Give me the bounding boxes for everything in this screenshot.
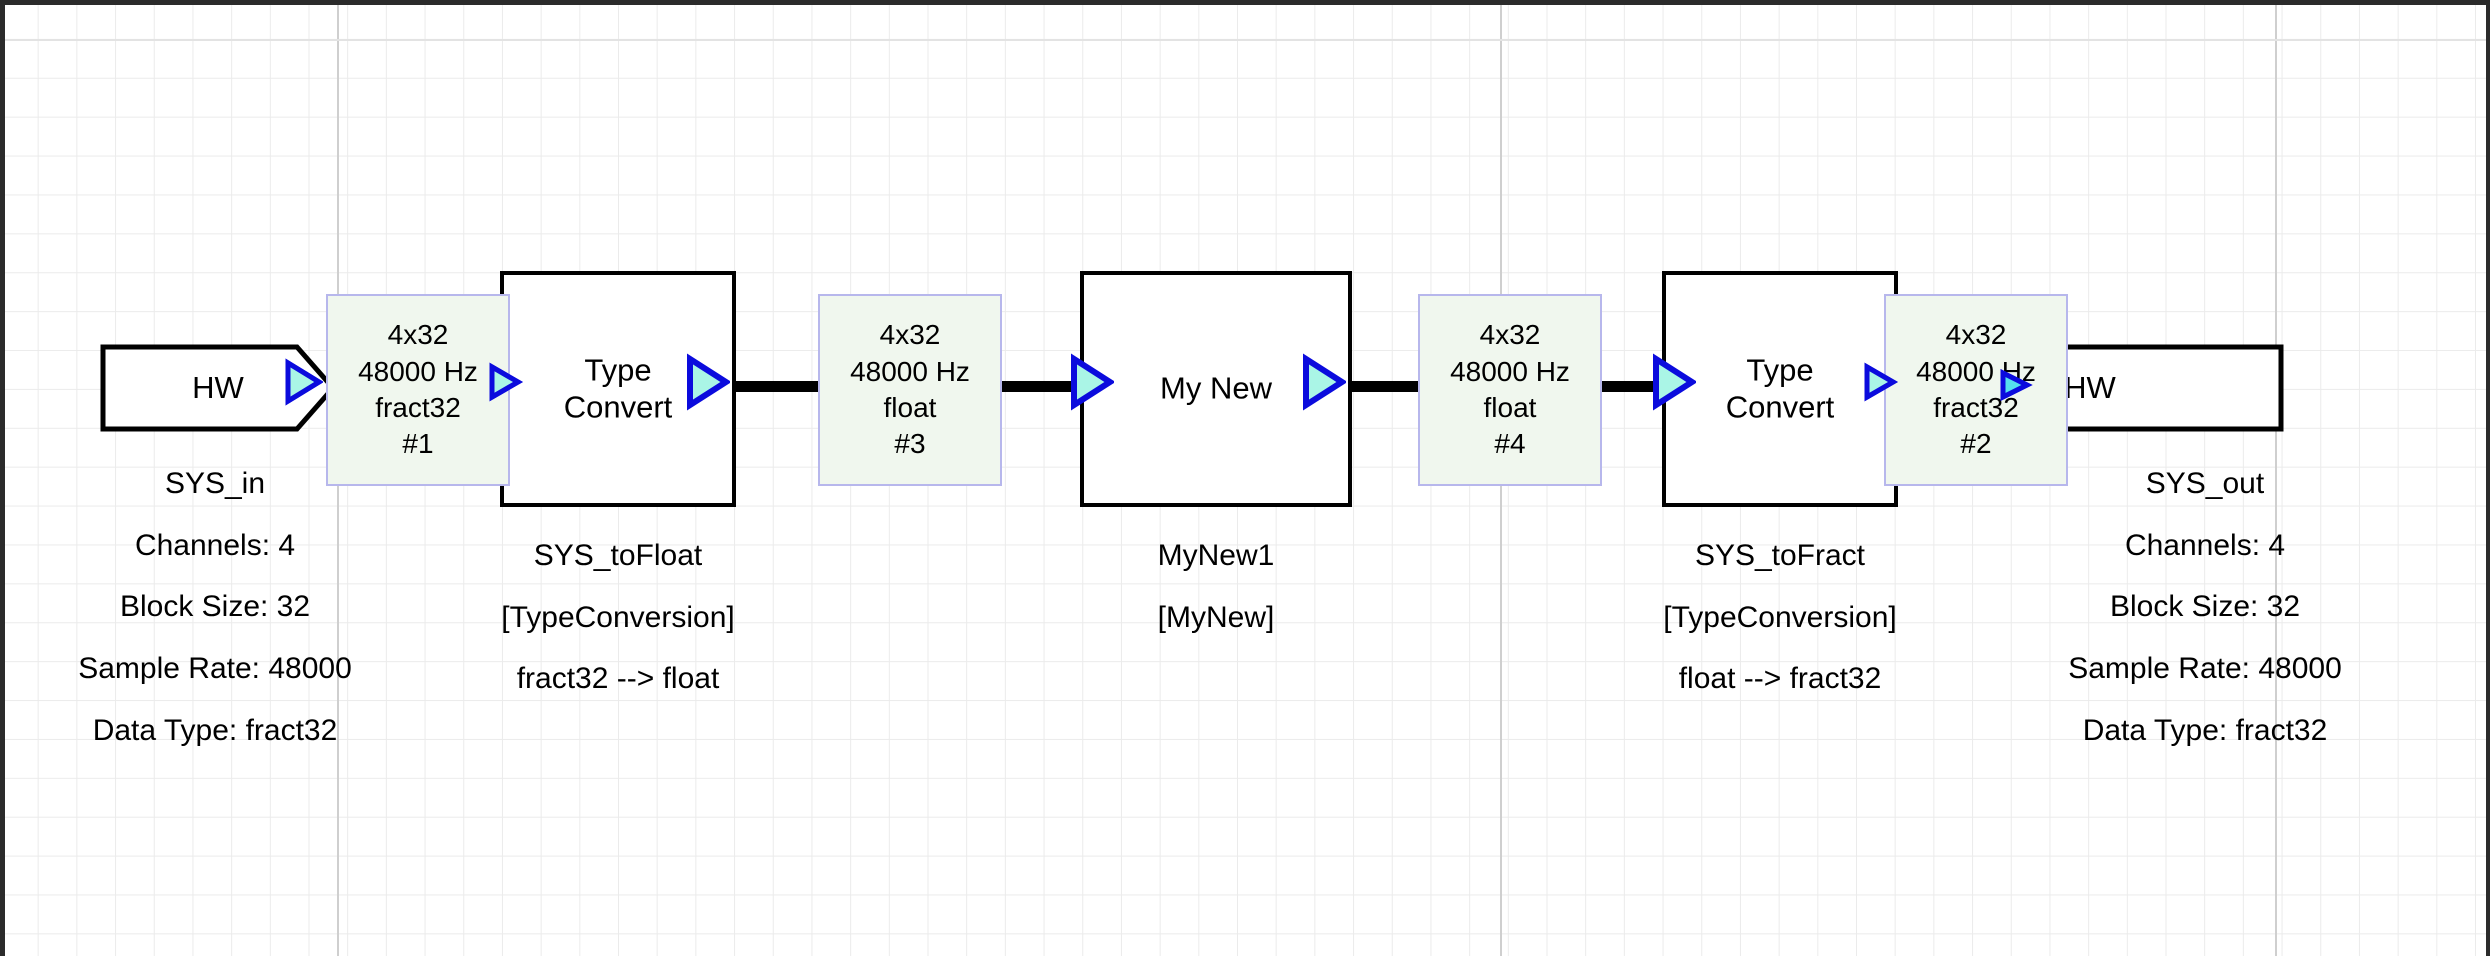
- port-in-mynew1[interactable]: [1068, 353, 1116, 411]
- signal-1-rate: 48000 Hz: [358, 355, 478, 387]
- signal-label-4[interactable]: 4x32 48000 Hz float #4: [1418, 294, 1602, 486]
- caption-mynew1-type: [MyNew]: [1157, 600, 1275, 634]
- caption-sys-out-name: SYS_out: [2145, 466, 2265, 500]
- port-in-sys-tofract[interactable]: [1650, 353, 1698, 411]
- port-out-sys-in-overlay[interactable]: [283, 357, 324, 407]
- caption-sys-out-prop-rate: Sample Rate: 48000: [2068, 652, 2342, 686]
- signal-4-rate: 48000 Hz: [1450, 355, 1570, 387]
- sys-tofract-inner-label: Type Convert: [1725, 352, 1835, 424]
- caption-sys-out-prop-blocksize: Block Size: 32: [2109, 590, 2301, 624]
- caption-sys-in-name: SYS_in: [164, 466, 266, 500]
- block-sys-tofract[interactable]: Type Convert: [1662, 271, 1898, 507]
- caption-sys-tofract-type: [TypeConversion]: [1663, 600, 1897, 634]
- caption-sys-tofloat: SYS_toFloat [TypeConversion] fract32 -->…: [380, 510, 856, 726]
- port-out-sys-tofract-overlay[interactable]: [1862, 362, 1899, 402]
- signal-2-dimensions: 4x32: [1945, 319, 2007, 351]
- port-in-sys-out-overlay[interactable]: [1999, 368, 2033, 402]
- block-sys-in[interactable]: HW: [100, 344, 337, 432]
- signal-1-datatype: fract32: [375, 392, 461, 423]
- sys-tofloat-inner-label: Type Convert: [563, 352, 673, 424]
- signal-label-1[interactable]: 4x32 48000 Hz fract32 #1: [326, 294, 510, 486]
- canvas-border-right: [2486, 0, 2490, 956]
- port-out-mynew1[interactable]: [1300, 353, 1348, 411]
- caption-sys-in-prop-blocksize: Block Size: 32: [119, 590, 311, 624]
- signal-1-index: #1: [402, 428, 434, 460]
- caption-sys-tofloat-name: SYS_toFloat: [533, 538, 703, 572]
- caption-sys-in-prop-datatype: Data Type: fract32: [92, 714, 338, 748]
- caption-sys-out: SYS_out Channels: 4 Block Size: 32 Sampl…: [1990, 438, 2420, 778]
- signal-3-rate: 48000 Hz: [850, 355, 970, 387]
- caption-sys-tofract-name: SYS_toFract: [1694, 538, 1866, 572]
- signal-4-dimensions: 4x32: [1479, 319, 1541, 351]
- caption-mynew1-name: MyNew1: [1157, 538, 1275, 572]
- caption-sys-in: SYS_in Channels: 4 Block Size: 32 Sample…: [0, 438, 430, 778]
- signal-3-dimensions: 4x32: [879, 319, 941, 351]
- canvas-border-top: [0, 0, 2490, 5]
- signal-1-dimensions: 4x32: [387, 319, 449, 351]
- signal-3-datatype: float: [883, 392, 937, 423]
- port-out-sys-tofloat[interactable]: [684, 353, 732, 411]
- caption-sys-in-prop-channels: Channels: 4: [134, 528, 296, 562]
- caption-sys-tofloat-conversion: fract32 --> float: [516, 662, 720, 696]
- sys-in-body-shape: [100, 344, 337, 432]
- page-guide-vertical: [2275, 0, 2277, 956]
- caption-sys-tofloat-type: [TypeConversion]: [501, 600, 735, 634]
- signal-4-index: #4: [1494, 428, 1526, 460]
- canvas-border-left: [0, 0, 5, 956]
- signal-2-index: #2: [1960, 428, 1992, 460]
- port-in-sys-tofloat-overlay[interactable]: [487, 362, 524, 402]
- caption-sys-out-prop-datatype: Data Type: fract32: [2082, 714, 2328, 748]
- caption-mynew1: MyNew1 [MyNew]: [1000, 510, 1432, 664]
- signal-4-datatype: float: [1483, 392, 1537, 423]
- caption-sys-in-prop-rate: Sample Rate: 48000: [78, 652, 352, 686]
- mynew1-inner-label: My New: [1160, 370, 1272, 406]
- sys-in-inner-label: HW: [192, 370, 244, 405]
- caption-sys-tofract: SYS_toFract [TypeConversion] float --> f…: [1542, 510, 2018, 726]
- caption-sys-tofract-conversion: float --> fract32: [1678, 662, 1882, 696]
- page-guide-horizontal: [0, 39, 2490, 41]
- caption-sys-out-prop-channels: Channels: 4: [2124, 528, 2286, 562]
- sys-out-inner-label: HW: [2064, 370, 2116, 405]
- signal-label-2[interactable]: 4x32 48000 Hz fract32 #2: [1884, 294, 2068, 486]
- signal-3-index: #3: [894, 428, 926, 460]
- signal-label-3[interactable]: 4x32 48000 Hz float #3: [818, 294, 1002, 486]
